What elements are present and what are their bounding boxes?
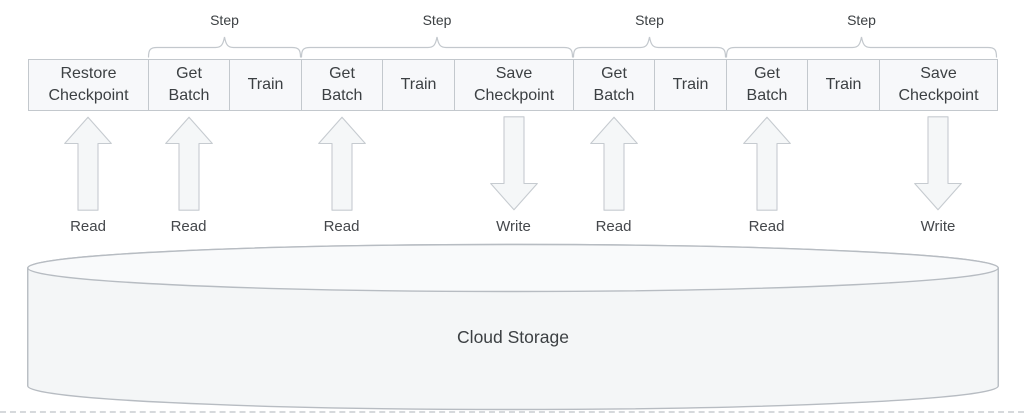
pipeline-box: Get Batch <box>301 59 383 111</box>
pipeline-box: Train <box>382 59 455 111</box>
arrow-up-icon <box>164 116 213 211</box>
step-group: Step <box>725 0 998 58</box>
transfer-write: Write <box>910 116 966 235</box>
cloud-storage-label: Cloud Storage <box>457 327 569 347</box>
transfer-label: Read <box>70 218 106 235</box>
cloud-storage-cylinder <box>27 243 999 411</box>
transfer-label: Read <box>595 218 632 235</box>
pipeline-box: Get Batch <box>148 59 230 111</box>
pipeline-box: Train <box>654 59 727 111</box>
arrow-up-icon <box>742 116 791 211</box>
bottom-dashed-line <box>0 411 1024 413</box>
step-group: Step <box>147 0 302 58</box>
arrow-up-icon <box>589 116 638 211</box>
arrow-up-icon <box>317 116 366 211</box>
curly-brace-icon <box>725 36 998 58</box>
pipeline-box: Train <box>229 59 302 111</box>
step-group: Step <box>572 0 727 58</box>
cylinder-top <box>27 243 999 293</box>
pipeline-box: Train <box>807 59 880 111</box>
transfer-read: Read <box>586 116 642 235</box>
step-group: Step <box>300 0 574 58</box>
curly-brace-icon <box>572 36 727 58</box>
transfer-label: Write <box>496 218 531 235</box>
step-label: Step <box>635 12 664 28</box>
transfer-read: Read <box>314 116 370 235</box>
transfer-read: Read <box>739 116 795 235</box>
transfer-label: Read <box>748 218 785 235</box>
transfer-read: Read <box>161 116 217 235</box>
pipeline-box: Save Checkpoint <box>879 59 998 111</box>
transfer-label: Read <box>170 218 207 235</box>
transfer-label: Read <box>323 218 360 235</box>
step-label: Step <box>422 12 452 28</box>
pipeline-box: Save Checkpoint <box>454 59 574 111</box>
pipeline-box: Get Batch <box>726 59 808 111</box>
step-label: Step <box>847 12 876 28</box>
curly-brace-icon <box>147 36 302 58</box>
arrow-down-icon <box>914 116 962 211</box>
pipeline-box: Restore Checkpoint <box>28 59 149 111</box>
arrow-up-icon <box>64 116 112 211</box>
transfer-label: Write <box>920 218 956 235</box>
transfer-write: Write <box>486 116 542 235</box>
step-label: Step <box>210 12 239 28</box>
arrow-down-icon <box>489 116 538 211</box>
curly-brace-icon <box>300 36 574 58</box>
pipeline-box: Get Batch <box>573 59 655 111</box>
transfer-read: Read <box>60 116 116 235</box>
